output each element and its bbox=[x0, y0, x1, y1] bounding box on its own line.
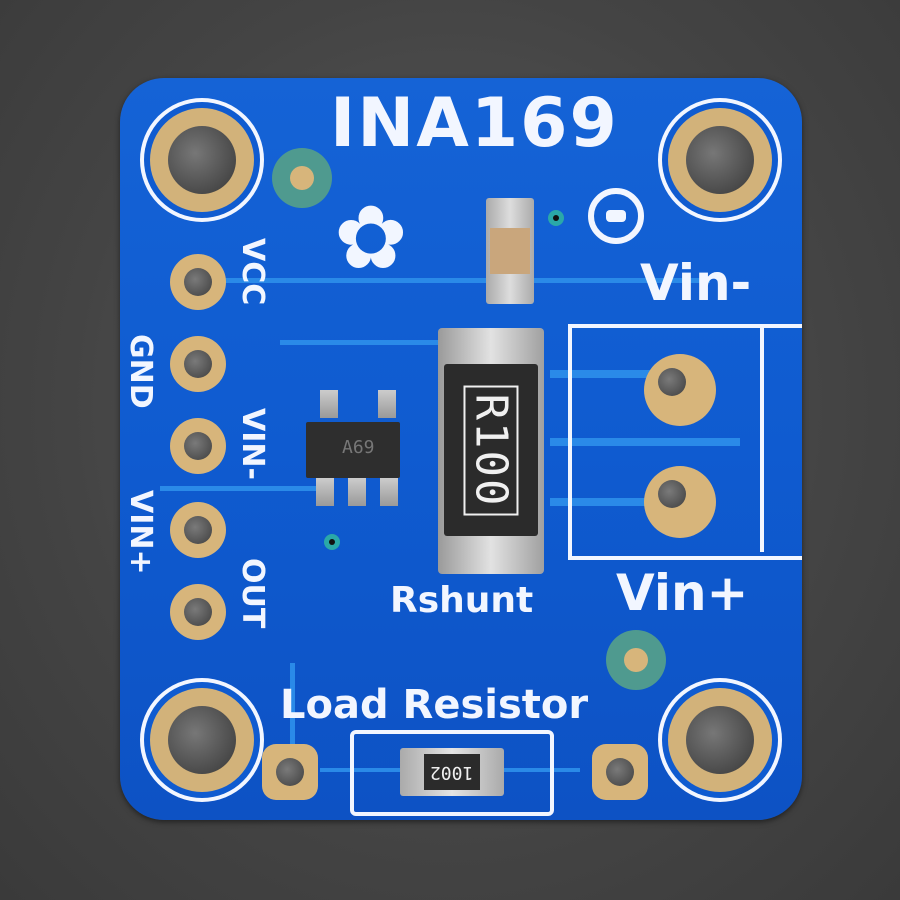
polarity-mark-icon bbox=[588, 188, 644, 244]
ic-leg bbox=[316, 478, 334, 506]
terminal-block-divider bbox=[760, 324, 764, 552]
board-title: INA169 bbox=[330, 84, 619, 163]
pcb-board: INA169 ✿ VCC GND VIN- VIN+ OUT A69 R100 … bbox=[120, 78, 802, 820]
ic-leg bbox=[348, 478, 366, 506]
pin-vin-plus bbox=[170, 502, 226, 558]
load-marking: 1002 bbox=[430, 761, 474, 783]
label-terminal-vin-plus: Vin+ bbox=[616, 564, 749, 622]
pin-vcc bbox=[170, 254, 226, 310]
terminal-vin-minus bbox=[644, 354, 716, 426]
shunt-resistor: R100 bbox=[438, 328, 544, 574]
trace bbox=[550, 498, 660, 506]
ina169-ic: A69 bbox=[306, 422, 400, 478]
pin-out bbox=[170, 584, 226, 640]
pin-vin-minus bbox=[170, 418, 226, 474]
trace bbox=[280, 340, 440, 345]
shunt-label: Rshunt bbox=[390, 580, 534, 621]
trace bbox=[160, 486, 320, 491]
terminal-block-outline bbox=[568, 324, 802, 560]
label-vcc: VCC bbox=[235, 238, 270, 306]
label-vin-minus: VIN- bbox=[235, 408, 270, 480]
mounting-hole-top-left bbox=[150, 108, 254, 212]
ic-leg bbox=[380, 478, 398, 506]
fiducial-top bbox=[272, 148, 332, 208]
mounting-hole-bottom-left bbox=[150, 688, 254, 792]
adafruit-flower-icon: ✿ bbox=[334, 186, 408, 289]
ic-leg bbox=[320, 390, 338, 418]
mounting-hole-top-right bbox=[668, 108, 772, 212]
ic-leg bbox=[378, 390, 396, 418]
terminal-vin-plus bbox=[644, 466, 716, 538]
trace bbox=[550, 438, 740, 446]
pin-gnd bbox=[170, 336, 226, 392]
label-out: OUT bbox=[235, 558, 270, 629]
load-resistor-outline bbox=[350, 730, 554, 816]
load-resistor-label: Load Resistor bbox=[280, 682, 589, 728]
trace bbox=[550, 370, 660, 378]
trace bbox=[210, 278, 710, 283]
shunt-marking: R100 bbox=[463, 385, 519, 515]
fiducial-bottom bbox=[606, 630, 666, 690]
capacitor bbox=[486, 198, 534, 304]
load-pad-left bbox=[262, 744, 318, 800]
mounting-hole-bottom-right bbox=[668, 688, 772, 792]
load-pad-right bbox=[592, 744, 648, 800]
via bbox=[324, 534, 340, 550]
trace bbox=[290, 663, 295, 773]
ic-marking: A69 bbox=[342, 437, 375, 458]
via bbox=[548, 210, 564, 226]
label-gnd: GND bbox=[123, 334, 158, 409]
label-terminal-vin-minus: Vin- bbox=[640, 254, 752, 312]
load-resistor: 1002 bbox=[400, 748, 504, 796]
label-vin-plus: VIN+ bbox=[123, 490, 158, 575]
